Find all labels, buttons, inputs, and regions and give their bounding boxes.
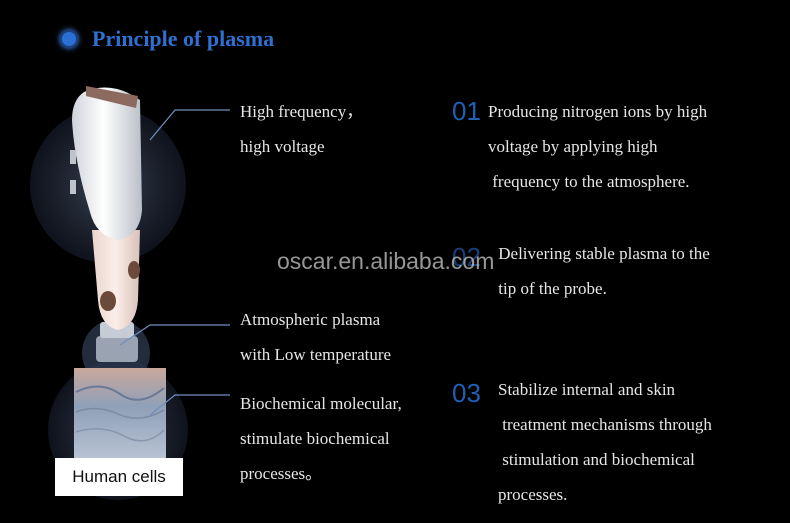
watermark: oscar.en.alibaba.com: [277, 248, 495, 274]
step-number-1: 01: [452, 96, 481, 126]
step-number-2: 02: [452, 242, 481, 272]
step-text-1: Producing nitrogen ions by high voltage …: [488, 102, 708, 191]
label-high-frequency: High frequency， high voltage: [240, 102, 364, 156]
device-handle: [92, 230, 140, 330]
bullet-icon: [60, 30, 78, 48]
title-row: Principle of plasma: [60, 26, 274, 52]
step-text-2: Delivering stable plasma to the tip of t…: [498, 244, 710, 298]
step-number-3: 03: [452, 378, 481, 408]
step-text-3: Stabilize internal and skin treatment me…: [498, 380, 712, 504]
callout-line-2: [119, 324, 230, 346]
callout-line-1: [149, 109, 230, 141]
label-atmospheric-plasma: Atmospheric plasma with Low temperature: [240, 310, 392, 364]
callout-line-3: [149, 394, 230, 416]
device-head: [72, 87, 142, 240]
label-biochemical: Biochemical molecular, stimulate biochem…: [240, 394, 402, 483]
human-cells-caption: Human cells: [55, 458, 183, 496]
probe-tip: [96, 336, 138, 362]
page-title: Principle of plasma: [92, 26, 275, 51]
